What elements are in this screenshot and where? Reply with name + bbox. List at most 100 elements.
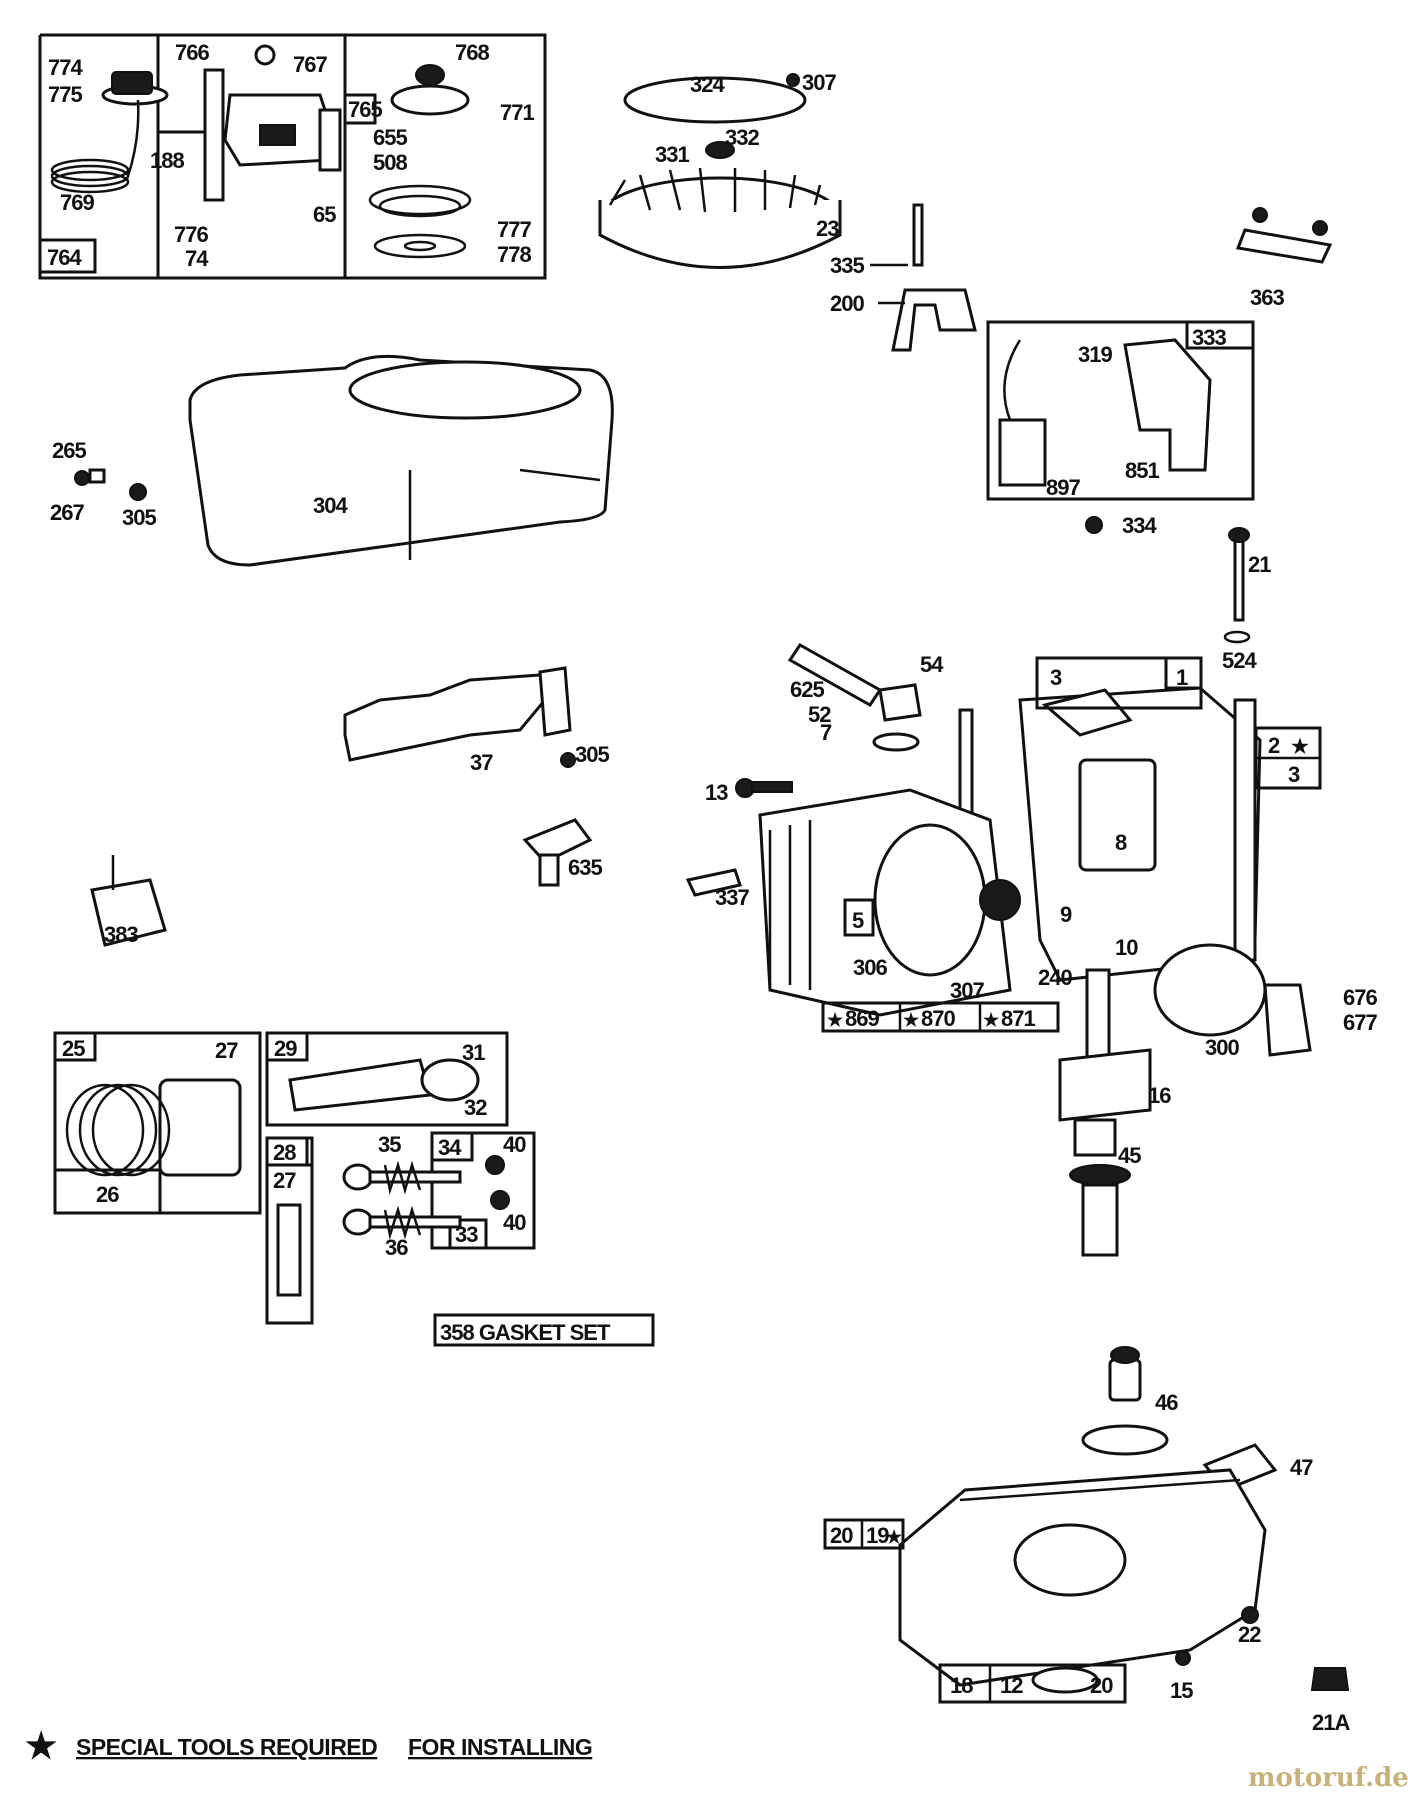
label-20-bottom: 20 bbox=[1090, 1673, 1113, 1698]
label-767: 767 bbox=[293, 52, 327, 77]
sump-group: 46 47 20 19 ★ 22 18 12 20 15 21A bbox=[823, 1346, 1351, 1735]
label-768: 768 bbox=[455, 40, 489, 65]
label-36: 36 bbox=[385, 1235, 408, 1260]
ignition-group: 335 200 363 319 333 851 897 334 21 524 bbox=[830, 203, 1333, 673]
label-31: 31 bbox=[462, 1040, 485, 1065]
label-45: 45 bbox=[1118, 1143, 1141, 1168]
rewind-starter-group: 774 775 769 764 766 767 765 188 776 74 6… bbox=[38, 33, 547, 280]
label-29: 29 bbox=[274, 1036, 297, 1061]
label-304: 304 bbox=[313, 493, 348, 518]
label-5: 5 bbox=[852, 908, 864, 933]
flywheel-group: 324 307 331 332 23 bbox=[598, 70, 842, 269]
label-871: 871 bbox=[1001, 1006, 1035, 1031]
label-305-guide: 305 bbox=[575, 742, 609, 767]
crankshaft-group: 16 45 300 676 677 bbox=[1058, 943, 1378, 1257]
label-766: 766 bbox=[175, 40, 209, 65]
label-27-pin: 27 bbox=[273, 1168, 296, 1193]
label-33: 33 bbox=[455, 1222, 478, 1247]
label-46: 46 bbox=[1155, 1390, 1178, 1415]
air-guide-group: 37 305 635 383 bbox=[90, 666, 610, 947]
footer-note: ★ SPECIAL TOOLS REQUIRED FOR INSTALLING bbox=[25, 1725, 593, 1766]
label-65: 65 bbox=[313, 202, 336, 227]
label-300: 300 bbox=[1205, 1035, 1239, 1060]
label-897: 897 bbox=[1046, 475, 1080, 500]
label-655: 655 bbox=[373, 125, 407, 150]
label-306: 306 bbox=[853, 955, 887, 980]
label-19: 19 bbox=[866, 1523, 889, 1548]
label-363: 363 bbox=[1250, 285, 1284, 310]
label-307-block: 307 bbox=[950, 978, 984, 1003]
label-28: 28 bbox=[273, 1140, 296, 1165]
label-37: 37 bbox=[470, 750, 493, 775]
label-52: 52 bbox=[808, 702, 831, 727]
label-7: 7 bbox=[820, 720, 832, 745]
label-331: 331 bbox=[655, 142, 689, 167]
star-869-icon: ★ bbox=[827, 1010, 844, 1030]
footer-special-tools: SPECIAL TOOLS REQUIRED bbox=[76, 1734, 377, 1760]
label-10: 10 bbox=[1115, 935, 1138, 960]
label-335: 335 bbox=[830, 253, 864, 278]
label-764: 764 bbox=[47, 245, 82, 270]
label-26: 26 bbox=[96, 1182, 119, 1207]
star-note-icon: ★ bbox=[25, 1725, 57, 1766]
label-8: 8 bbox=[1115, 830, 1127, 855]
label-21: 21 bbox=[1248, 552, 1271, 577]
label-508: 508 bbox=[373, 150, 407, 175]
label-15: 15 bbox=[1170, 1678, 1193, 1703]
cylinder-block-group: 3 1 2 ★ 3 54 625 52 7 13 8 337 5 9 10 30… bbox=[685, 643, 1322, 1033]
label-775: 775 bbox=[48, 82, 82, 107]
label-337: 337 bbox=[715, 885, 749, 910]
footer-for-installing: FOR INSTALLING bbox=[408, 1734, 592, 1760]
label-240: 240 bbox=[1038, 965, 1072, 990]
label-677: 677 bbox=[1343, 1010, 1377, 1035]
label-22: 22 bbox=[1238, 1622, 1261, 1647]
label-777: 777 bbox=[497, 217, 531, 242]
star-2-icon: ★ bbox=[1291, 736, 1309, 758]
label-851: 851 bbox=[1125, 458, 1159, 483]
label-769: 769 bbox=[60, 190, 94, 215]
label-54: 54 bbox=[920, 652, 944, 677]
label-25: 25 bbox=[62, 1036, 85, 1061]
star-871-icon: ★ bbox=[983, 1010, 1000, 1030]
label-324: 324 bbox=[690, 72, 725, 97]
label-47: 47 bbox=[1290, 1455, 1313, 1480]
label-319: 319 bbox=[1078, 342, 1112, 367]
label-305-housing: 305 bbox=[122, 505, 156, 530]
label-2: 2 bbox=[1268, 733, 1280, 758]
label-40-bottom: 40 bbox=[503, 1210, 526, 1235]
label-625: 625 bbox=[790, 677, 824, 702]
star-870-icon: ★ bbox=[903, 1010, 920, 1030]
label-771: 771 bbox=[500, 100, 534, 125]
label-3-side: 3 bbox=[1288, 762, 1300, 787]
label-9: 9 bbox=[1060, 902, 1072, 927]
label-676: 676 bbox=[1343, 985, 1377, 1010]
gasket-set-label: 358 GASKET SET bbox=[440, 1320, 611, 1345]
star-19-icon: ★ bbox=[886, 1527, 903, 1547]
label-870: 870 bbox=[921, 1006, 955, 1031]
label-524: 524 bbox=[1222, 648, 1257, 673]
label-21a: 21A bbox=[1312, 1710, 1350, 1735]
label-3-top: 3 bbox=[1050, 665, 1062, 690]
label-188: 188 bbox=[150, 148, 184, 173]
watermark: motoruf.de bbox=[1248, 1763, 1408, 1793]
label-34: 34 bbox=[438, 1135, 462, 1160]
label-333: 333 bbox=[1192, 325, 1226, 350]
label-23: 23 bbox=[816, 216, 839, 241]
label-12: 12 bbox=[1000, 1673, 1023, 1698]
label-635: 635 bbox=[568, 855, 602, 880]
label-32: 32 bbox=[464, 1095, 487, 1120]
label-307-top: 307 bbox=[802, 70, 836, 95]
label-1: 1 bbox=[1176, 665, 1188, 690]
label-265: 265 bbox=[52, 438, 86, 463]
label-332: 332 bbox=[725, 125, 759, 150]
label-334: 334 bbox=[1122, 513, 1157, 538]
label-16: 16 bbox=[1148, 1083, 1171, 1108]
label-869: 869 bbox=[845, 1006, 879, 1031]
label-778: 778 bbox=[497, 242, 531, 267]
label-774: 774 bbox=[48, 55, 83, 80]
label-200: 200 bbox=[830, 291, 864, 316]
label-27-piston: 27 bbox=[215, 1038, 238, 1063]
label-20-top: 20 bbox=[830, 1523, 853, 1548]
label-267: 267 bbox=[50, 500, 84, 525]
